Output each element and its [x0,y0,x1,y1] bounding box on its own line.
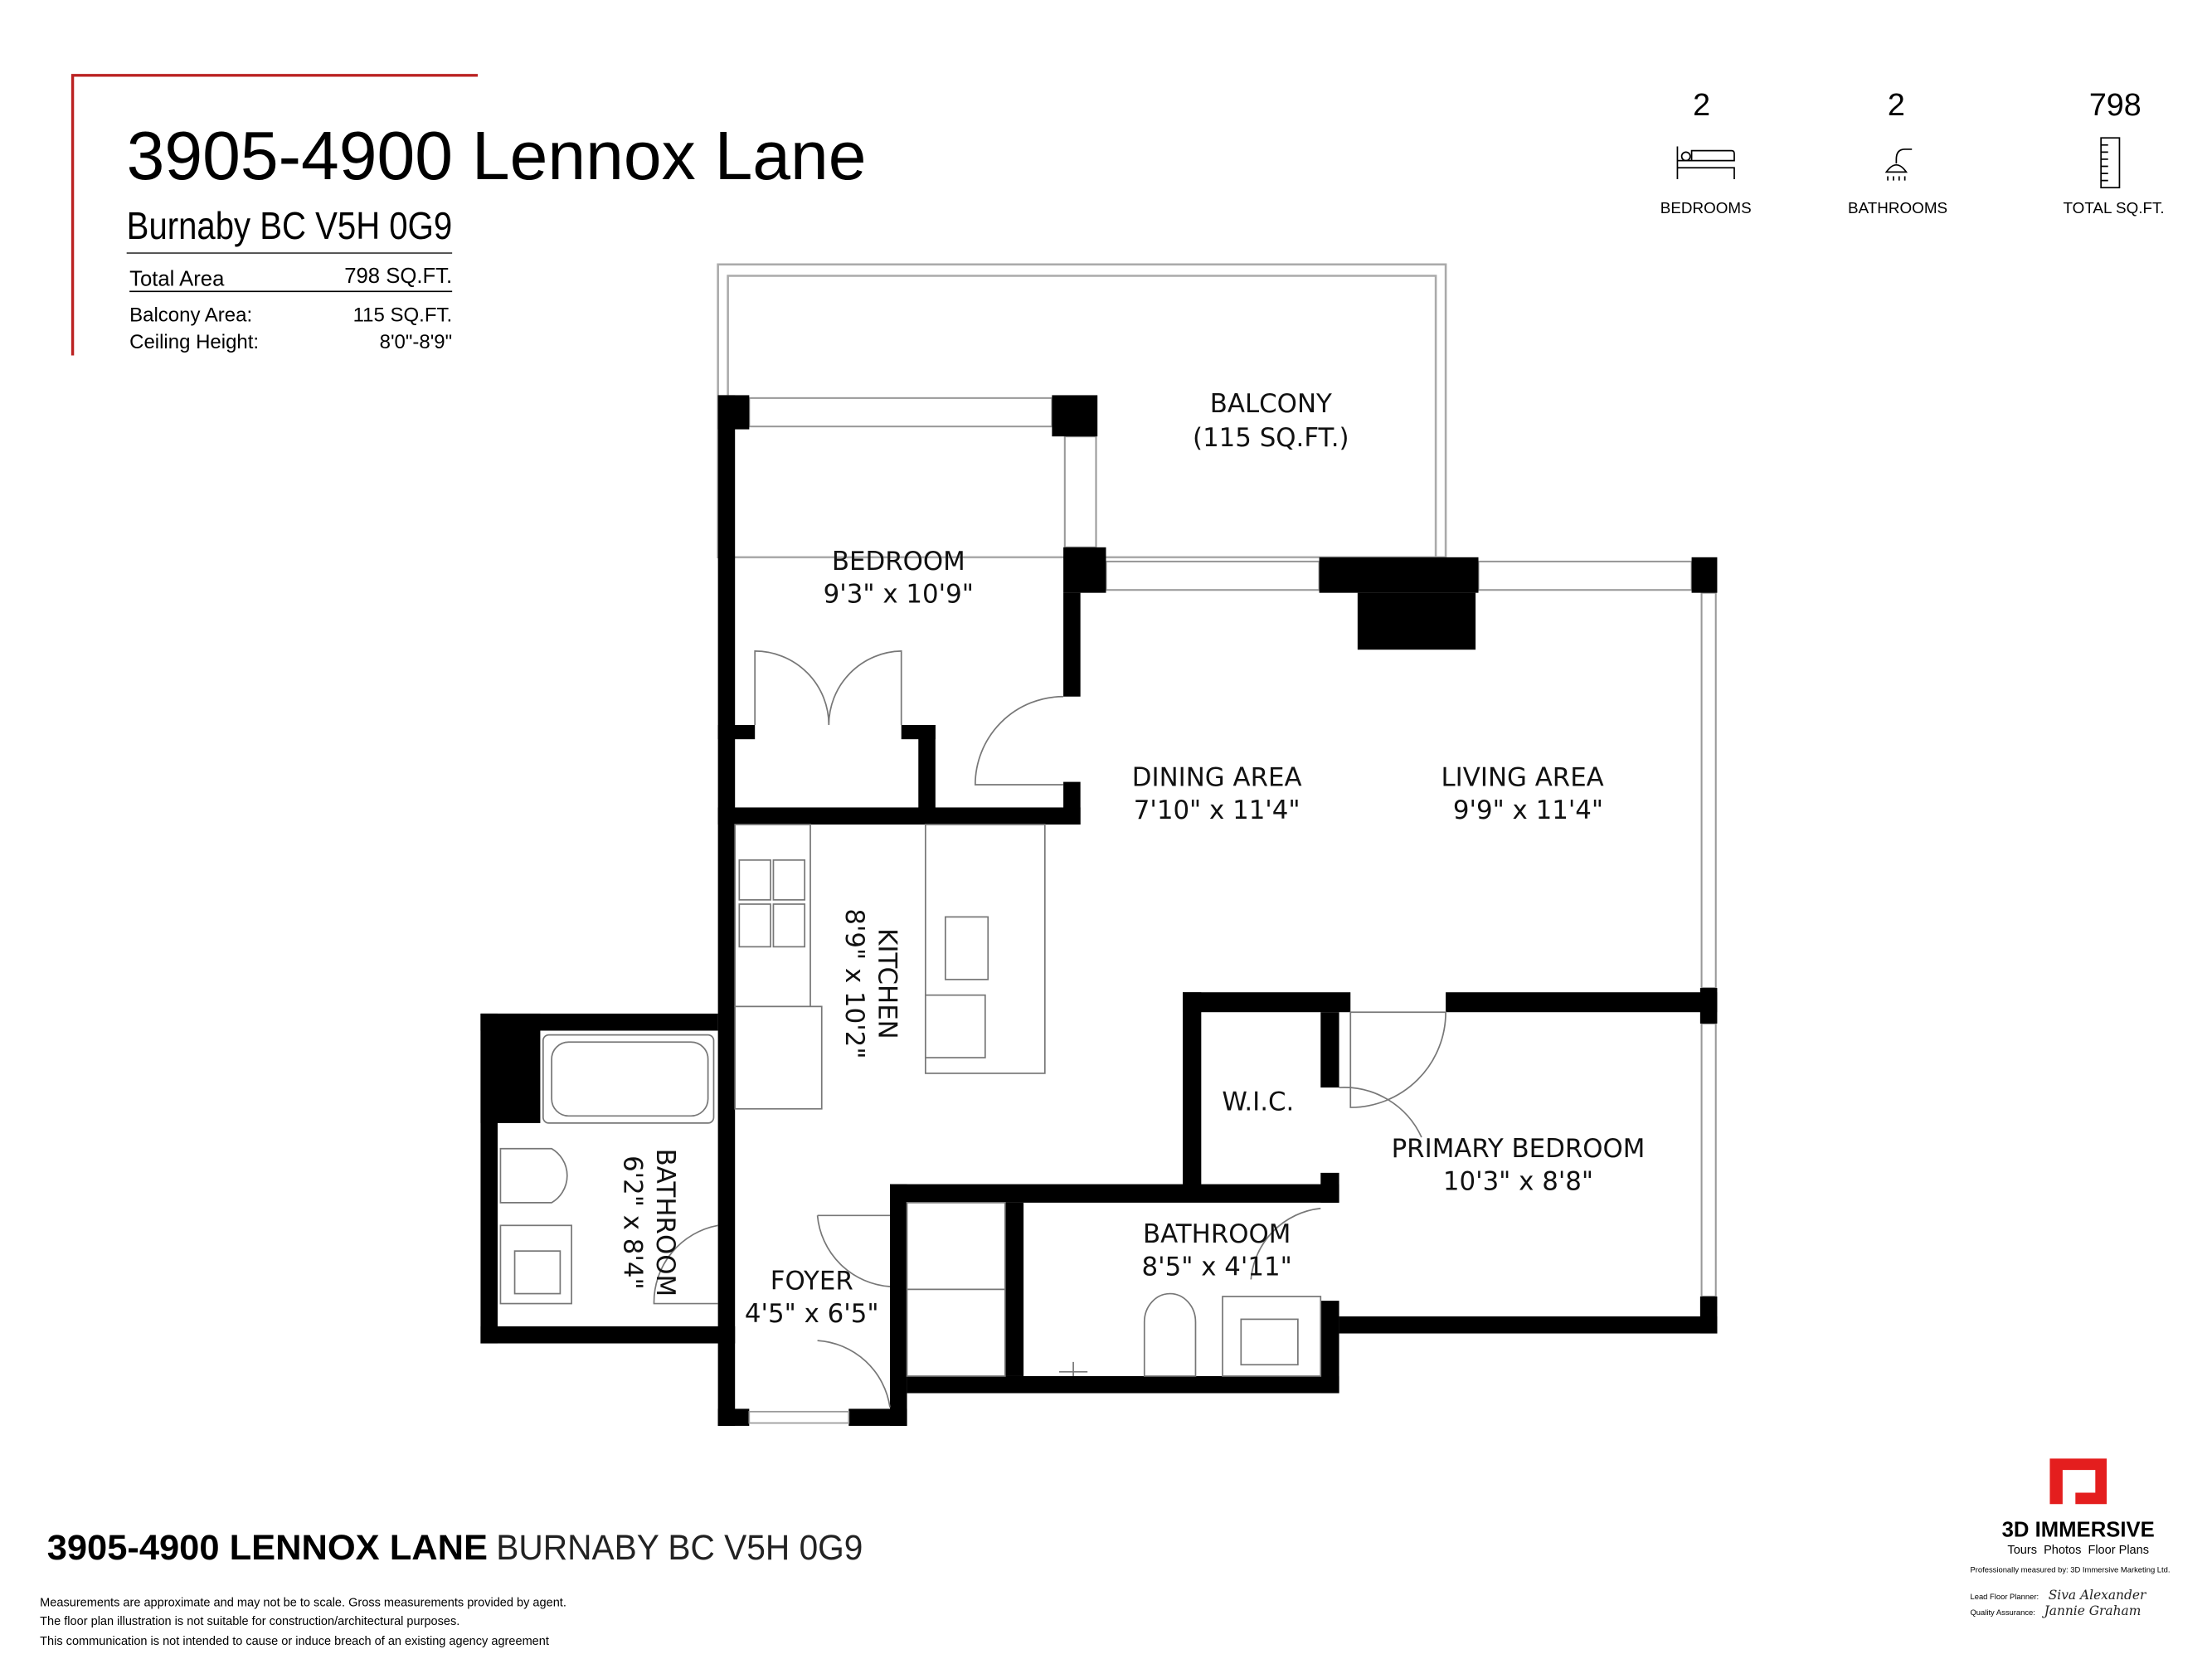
room-name-kitchen: KITCHEN [872,928,902,1039]
stat-bathrooms: 2 BATHROOMS [1848,87,1947,216]
ceiling-height-label: Ceiling Height: [129,331,259,353]
total-area-value: 798 SQ.FT. [344,265,452,288]
stat-value: 2 [1693,87,1710,122]
room-size-foyer: 4'5" x 6'5" [745,1299,879,1329]
room-name-primary-bedroom: PRIMARY BEDROOM [1392,1134,1646,1164]
room-size-bathroom-2: 8'5" x 4'11" [1142,1252,1292,1282]
stat-value: 798 [2089,87,2142,122]
stats: 2 BEDROOMS 2 BATHROOMS 798 TOTAL SQ.FT. [1660,87,2165,216]
room-size-balcony: (115 SQ.FT.) [1193,423,1349,453]
subtitle: Burnaby BC V5H 0G9 [127,204,452,247]
fridge [734,1005,823,1110]
header: 3905-4900 Lennox Lane Burnaby BC V5H 0G9… [70,74,867,356]
balcony-area-value: 115 SQ.FT. [353,304,453,326]
brand-name: 3D IMMERSIVE [2002,1519,2155,1542]
balcony-area-label: Balcony Area: [129,304,252,326]
toilet [1143,1292,1197,1377]
walls [480,395,1718,1426]
doors [653,650,1446,1424]
stat-bedrooms: 2 BEDROOMS [1660,87,1752,216]
brand-logo-icon [2049,1458,2107,1505]
stat-total-sqft: 798 TOTAL SQ.FT. [2064,87,2165,216]
floor-plan: BALCONY (115 SQ.FT.) BEDROOM 9'3" x 10'9… [480,263,1718,1426]
page-title: 3905-4900 Lennox Lane [127,119,867,194]
dishwasher [924,994,986,1058]
window [1700,1022,1717,1298]
stat-label: TOTAL SQ.FT. [2064,199,2165,216]
window [1700,591,1717,990]
qa-signature: Jannie Graham [2042,1603,2142,1618]
total-area-label: Total Area [129,267,225,290]
stat-label: BATHROOMS [1848,199,1947,216]
qa-label: Quality Assurance: [1970,1608,2035,1617]
sliding-door [1105,560,1320,591]
header-accent-line [70,74,479,356]
brand-tagline: Tours Photos Floor Plans [2007,1544,2149,1557]
window [1477,560,1693,591]
lead-planner-label: Lead Floor Planner: [1970,1592,2039,1601]
room-size-bedroom: 9'3" x 10'9" [824,580,974,610]
disclaimer-line: The floor plan illustration is not suita… [40,1615,459,1628]
disclaimer-line: This communication is not intended to ca… [40,1635,549,1648]
stat-label: BEDROOMS [1660,199,1752,216]
room-name-balcony: BALCONY [1210,389,1332,419]
fixtures [499,824,1322,1377]
room-name-foyer: FOYER [771,1266,853,1296]
measured-by: Professionally measured by: 3D Immersive… [1970,1564,2170,1574]
bed-icon [1676,146,1735,179]
kitchen-sink [944,916,989,980]
footer-address-street: 3905-4900 LENNOX LANE [47,1528,488,1568]
lead-planner-signature: Siva Alexander [2049,1588,2147,1603]
room-name-wic: W.I.C. [1222,1087,1294,1117]
room-name-bathroom-2: BATHROOM [1143,1219,1291,1249]
footer-address-city: BURNABY BC V5H 0G9 [496,1528,863,1568]
disclaimer-line: Measurements are approximate and may not… [40,1597,566,1610]
toilet [499,1147,568,1204]
room-size-living: 9'9" x 11'4" [1453,795,1603,825]
brand-block: 3D IMMERSIVE Tours Photos Floor Plans Pr… [1970,1458,2170,1618]
window [748,397,1053,428]
room-name-living: LIVING AREA [1441,763,1604,793]
room-size-dining: 7'10" x 11'4" [1134,795,1300,825]
window [1063,435,1097,548]
room-size-bathroom: 6'2" x 8'4" [618,1155,648,1290]
room-labels: BALCONY (115 SQ.FT.) BEDROOM 9'3" x 10'9… [618,389,1646,1329]
room-size-kitchen: 8'9" x 10'2" [839,908,869,1058]
room-name-dining: DINING AREA [1132,763,1302,793]
room-size-primary-bedroom: 10'3" x 8'8" [1443,1166,1593,1196]
ruler-icon [2100,137,2121,189]
room-name-bathroom: BATHROOM [650,1149,680,1297]
stove-icon [738,859,806,948]
ceiling-height-value: 8'0"-8'9" [380,331,453,353]
shower-icon [1884,148,1913,181]
stat-value: 2 [1888,87,1905,122]
room-name-bedroom: BEDROOM [832,547,965,577]
